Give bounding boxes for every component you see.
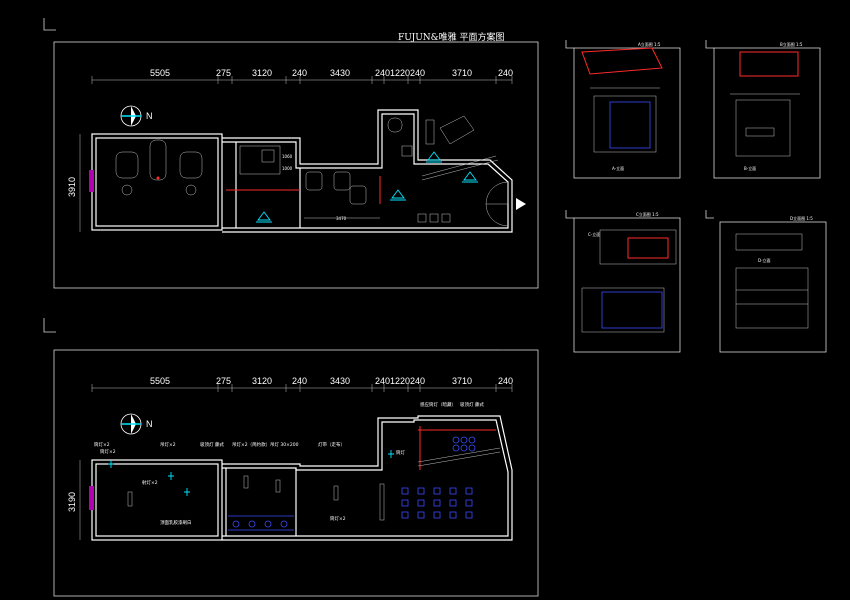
annotation: 顶面乳胶漆刷白 (160, 519, 192, 526)
upper-plan-walls (91, 109, 513, 233)
upper-fixtures: 1060 1000 3470 (239, 115, 499, 223)
window-marker (89, 486, 94, 510)
side-dim-label: 3910 (67, 177, 77, 197)
lower-annotations: 筒灯×2 筒灯×2 射灯×2 吊灯×2 顶面乳胶漆刷白 吸顶灯 藤式 吊灯×2（… (94, 401, 484, 526)
elevation-title: D立面图 1:5 (790, 215, 813, 221)
dim-label: 3710 (452, 376, 472, 386)
dim-label: 1220 (390, 376, 410, 386)
elevation-title: B立面图 1:5 (780, 41, 803, 47)
entry-door (485, 181, 526, 227)
dim-label: 240 (498, 68, 513, 78)
elevation-markers (256, 151, 478, 223)
annotation: 吊灯×2（简约款） (232, 441, 270, 448)
svg-text:1000: 1000 (282, 166, 293, 171)
svg-text:1060: 1060 (282, 154, 293, 159)
elevation-tag: D-立面 (758, 257, 771, 263)
annotation: 吊灯×2 (160, 441, 176, 448)
lower-dimension-labels: 5505 275 3120 240 3430 240 1220 240 3710… (150, 376, 513, 386)
dim-label: 5505 (150, 376, 170, 386)
dim-label: 3430 (330, 376, 350, 386)
annotation: 吊灯 30×200 (270, 441, 299, 448)
side-dim-label: 3190 (67, 492, 77, 512)
annotation: 射灯×2 (142, 479, 158, 486)
upper-dimension-labels: 5505 275 3120 240 3430 240 1220 240 3710… (150, 68, 513, 78)
dim-label: 3430 (330, 68, 350, 78)
dim-label: 240 (375, 376, 390, 386)
dim-label: 240 (375, 68, 390, 78)
drawing-title: FUJUN&唯雅 平面方案图 (398, 31, 505, 43)
dim-label: 1220 (390, 68, 410, 78)
elevation-tag: B-立面 (744, 165, 756, 171)
annotation: 筒灯×2 (100, 448, 116, 455)
north-label: N (146, 111, 153, 121)
annotation: 吸顶灯 藤式 (200, 441, 224, 448)
dim-label: 5505 (150, 68, 170, 78)
dim-label: 275 (216, 68, 231, 78)
salon-chairs (115, 139, 203, 196)
annotation: 筒灯×2 (94, 441, 110, 448)
dim-label: 3120 (252, 68, 272, 78)
elevation-sheet-c: C立面图 1:5 C-立面 (565, 210, 681, 353)
ceiling-lights (127, 436, 501, 528)
dim-label: 240 (292, 68, 307, 78)
annotation: 筒灯×2 (330, 515, 346, 522)
dim-label: 275 (216, 376, 231, 386)
elevation-sheet-b: B立面图 1:5 B-立面 (705, 40, 821, 179)
elevation-tag: A-立面 (612, 165, 624, 171)
elevation-tag: C-立面 (588, 231, 600, 237)
annotation: 灯带（走布） (318, 441, 345, 448)
north-arrow-icon: N (120, 413, 153, 435)
north-label: N (146, 419, 153, 429)
lower-dim-ticks (91, 384, 513, 392)
elevation-sheet-d: D立面图 1:5 D-立面 (705, 210, 827, 353)
lower-plan-walls (91, 415, 513, 541)
elevation-title: C立面图 1:5 (636, 211, 659, 217)
lower-markers (108, 450, 394, 496)
annotation: 感应筒灯（暗藏） (420, 401, 456, 408)
upper-dim-ticks (91, 76, 513, 84)
svg-text:3470: 3470 (336, 216, 347, 221)
dim-label: 240 (292, 376, 307, 386)
north-arrow-icon: N (120, 105, 153, 127)
dim-label: 240 (410, 376, 425, 386)
elevation-title: A立面图 1:5 (638, 41, 661, 47)
upper-plan-sheet: 5505 275 3120 240 3430 240 1220 240 3710… (43, 18, 539, 289)
dim-label: 3710 (452, 68, 472, 78)
dim-label: 240 (410, 68, 425, 78)
window-marker (89, 170, 94, 192)
dim-label: 3120 (252, 376, 272, 386)
elevation-sheet-a: A立面图 1:5 A-立面 (565, 40, 681, 179)
annotation: 筒灯 (396, 449, 405, 456)
annotation: 吸顶灯 藤式 (460, 401, 484, 408)
dim-label: 240 (498, 376, 513, 386)
lower-plan-sheet: 5505 275 3120 240 3430 240 1220 240 3710… (43, 318, 539, 597)
